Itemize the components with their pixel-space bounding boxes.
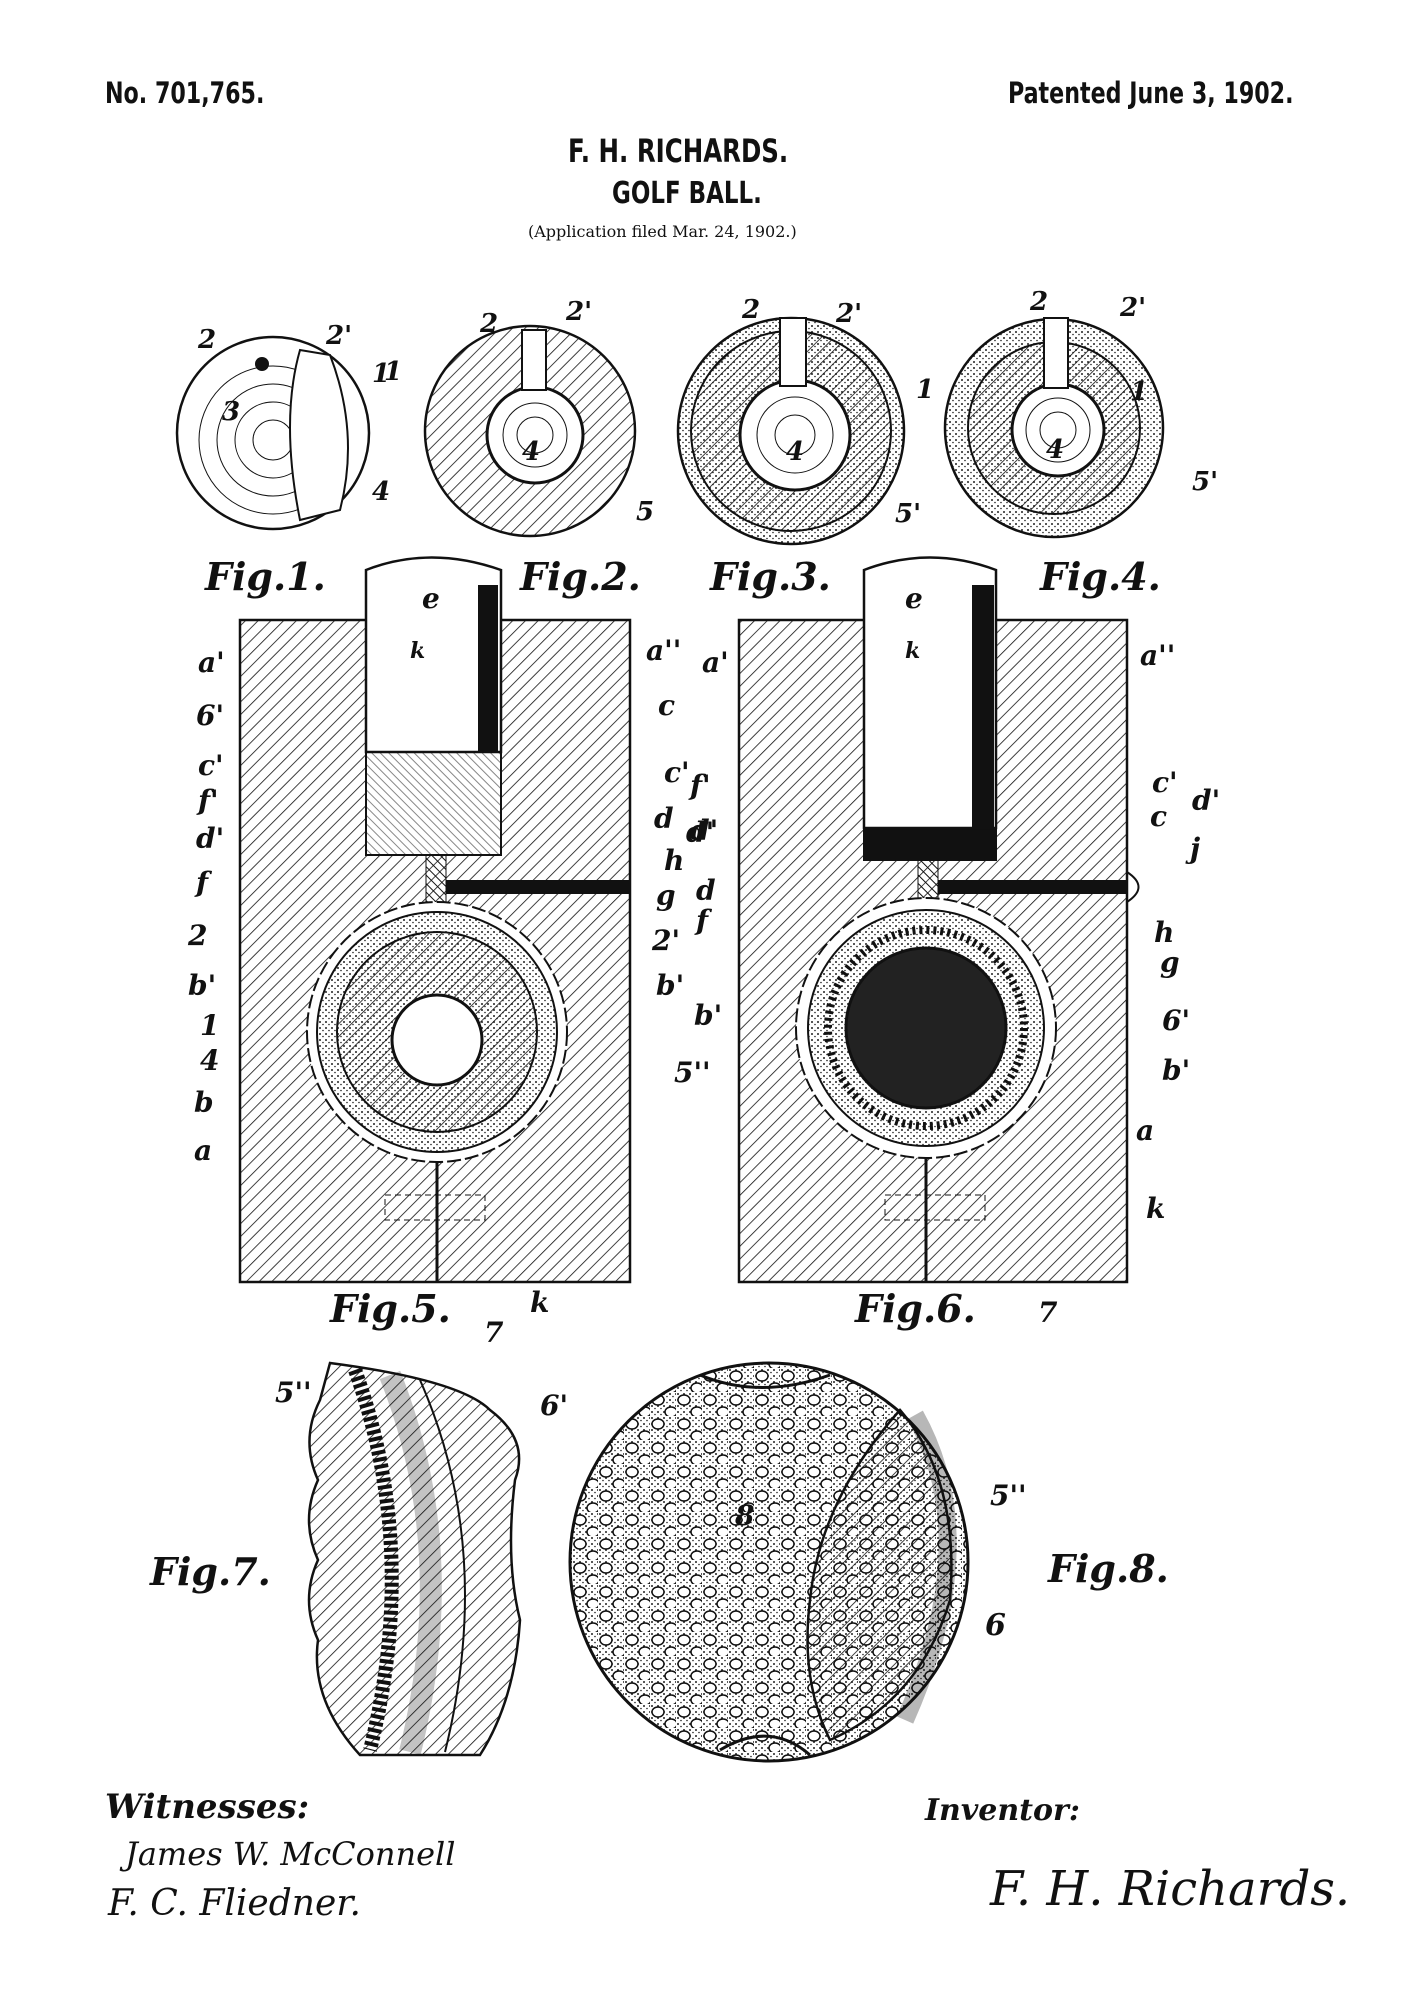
ref-label: d' xyxy=(686,816,714,849)
figure-label: Fig.2. xyxy=(519,554,641,599)
ref-label: k xyxy=(410,638,425,664)
ref-label: j xyxy=(1185,832,1200,865)
ref-label: b' xyxy=(1162,1054,1190,1087)
ref-label: b' xyxy=(694,999,722,1032)
ref-label: 5'' xyxy=(990,1479,1027,1512)
ref-label: 5 xyxy=(636,497,654,527)
ref-label: a xyxy=(194,1134,212,1167)
ref-label: a' xyxy=(702,646,729,679)
figure-5-mold: a' 6' c' f' d' f 2 b' 1 4 b a a'' c c' d… xyxy=(187,556,714,1349)
ref-label: 1 xyxy=(1130,377,1148,407)
figure-3-ball-section: 2 2' 1 4 5' Fig.3. xyxy=(676,295,934,599)
patent-date: Patented June 3, 1902. xyxy=(1008,76,1294,110)
ref-label: h xyxy=(664,844,684,877)
ref-label: 4 xyxy=(200,1044,219,1077)
ref-label: 2 xyxy=(1029,287,1048,317)
ref-label: d' xyxy=(690,814,718,847)
ref-label: c' xyxy=(664,756,690,789)
application-date: (Application filed Mar. 24, 1902.) xyxy=(528,222,797,241)
ref-label: c xyxy=(1150,800,1167,833)
ref-label: 6' xyxy=(540,1389,568,1422)
ref-label: 8 xyxy=(734,1499,754,1532)
ref-label: g xyxy=(656,879,676,912)
ref-label: 6' xyxy=(196,699,224,732)
ref-label: d' xyxy=(1192,784,1220,817)
ref-label: d' xyxy=(196,822,224,855)
ref-label: 2' xyxy=(835,299,862,329)
ref-label: b xyxy=(194,1086,214,1119)
ref-label: a'' xyxy=(646,634,681,667)
ref-label: a' xyxy=(198,646,225,679)
ref-label: 6 xyxy=(985,1608,1006,1643)
ref-label: f xyxy=(194,866,213,899)
figure-label: Fig.3. xyxy=(709,554,831,599)
ref-label: 2 xyxy=(187,919,207,952)
ref-label: 2' xyxy=(565,297,592,327)
ref-label: 4 xyxy=(372,477,390,507)
figure-label: Fig.1. xyxy=(204,554,326,599)
patent-number: No. 701,765. xyxy=(105,76,265,110)
witnesses-label: Witnesses: xyxy=(105,1787,309,1827)
ref-label: h xyxy=(1154,916,1174,949)
ref-label: 7 xyxy=(484,1316,504,1349)
ref-label: 3 xyxy=(222,397,240,427)
patent-title: GOLF BALL. xyxy=(612,176,762,211)
ref-label: 1 xyxy=(384,357,402,387)
ref-label: 2 xyxy=(741,295,760,325)
ref-label: 1 xyxy=(916,375,934,405)
figure-2-ball-section: 2 2' 1 4 5 Fig.2. xyxy=(384,297,654,599)
ref-label: k xyxy=(905,638,920,664)
ref-label: 5'' xyxy=(275,1376,312,1409)
ref-label: a'' xyxy=(1140,639,1175,672)
witness-signature-1: James W. McConnell xyxy=(119,1835,455,1873)
ref-label: 5' xyxy=(1192,467,1218,497)
ref-label: 2 xyxy=(479,309,498,339)
ref-label: f' xyxy=(688,769,711,802)
ref-label: g xyxy=(1160,946,1180,979)
ref-label: 2' xyxy=(325,321,352,351)
figure-label: Fig.7. xyxy=(149,1549,271,1594)
ref-label: 1 xyxy=(200,1009,219,1042)
inventor-label: Inventor: xyxy=(924,1793,1080,1828)
ref-label: f xyxy=(694,904,713,937)
ref-label: 6' xyxy=(1162,1004,1190,1037)
inventor-name: F. H. RICHARDS. xyxy=(568,132,789,170)
ref-label: e xyxy=(422,582,440,615)
ref-label: 5'' xyxy=(674,1056,711,1089)
figure-6-mold: a' f' d' d f b' a'' c' c d' j h g 6' b' … xyxy=(688,556,1220,1331)
ref-label: 2 xyxy=(197,325,216,355)
ref-label: 4 xyxy=(786,437,804,467)
ref-label: a xyxy=(1136,1114,1154,1147)
inventor-signature: F. H. Richards. xyxy=(989,1861,1350,1917)
ref-label: 7 xyxy=(1038,1296,1058,1329)
witness-signature-2: F. C. Fliedner. xyxy=(107,1883,361,1924)
ref-label: 2' xyxy=(651,924,680,957)
ref-label: 5' xyxy=(895,499,921,529)
ref-label: c' xyxy=(198,749,224,782)
ref-label: 4 xyxy=(522,437,540,467)
ref-label: d xyxy=(654,802,674,835)
figure-1-ball-core: 2 2' 3 1 4 Fig.1. xyxy=(175,321,390,599)
ref-label: 2' xyxy=(1119,293,1146,323)
figure-label: Fig.4. xyxy=(1039,554,1161,599)
figure-label: Fig.6. xyxy=(854,1286,976,1331)
figure-7-shell-detail: 5'' 6' Fig.7. xyxy=(149,1361,568,1757)
ref-label: f' xyxy=(196,784,219,817)
ref-label: 1 xyxy=(372,359,390,389)
signature-block: Witnesses: James W. McConnell F. C. Flie… xyxy=(105,1787,1350,1924)
ref-label: k xyxy=(530,1286,549,1319)
ref-label: d xyxy=(696,874,716,907)
ref-label: b' xyxy=(656,969,684,1002)
figure-4-ball-section: 2 2' 1 4 5' Fig.4. xyxy=(943,287,1218,599)
figure-label: Fig.5. xyxy=(329,1286,451,1331)
ref-label: 4 xyxy=(1046,435,1064,465)
figure-8-finished-ball: 8 5'' 6 Fig.8. xyxy=(568,1361,1169,1763)
ref-label: e xyxy=(905,582,923,615)
ref-label: c' xyxy=(1152,766,1178,799)
ref-label: c xyxy=(658,689,675,722)
ref-label: b' xyxy=(188,969,216,1002)
ref-label: k xyxy=(1146,1192,1165,1225)
figure-label: Fig.8. xyxy=(1047,1546,1169,1591)
